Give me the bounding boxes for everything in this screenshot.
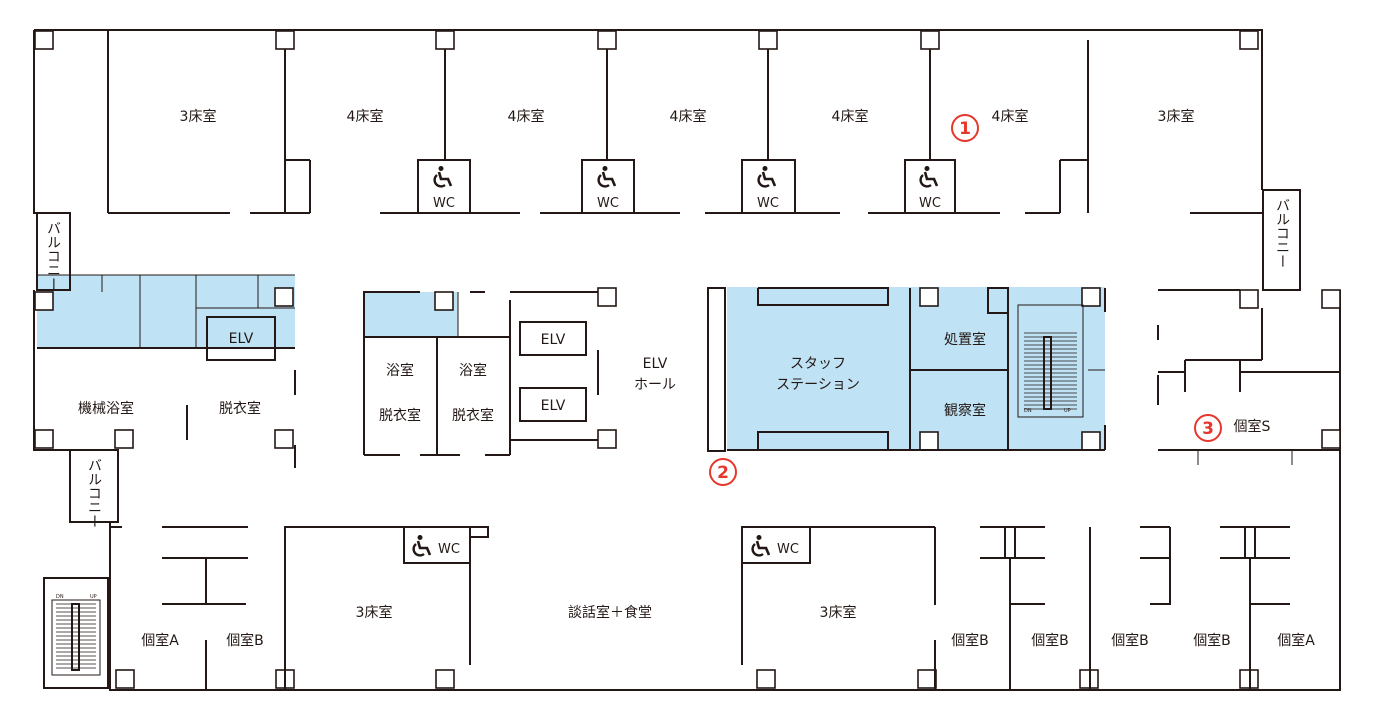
room-label-treatment: 処置室 xyxy=(944,331,986,348)
room-label-top-4bed-4: 4床室 xyxy=(832,108,869,125)
stairs-dn-label: DN xyxy=(56,594,64,600)
room-label-elv-1: ELV xyxy=(541,332,566,348)
room-label-bottom-private-b-4: 個室B xyxy=(1193,632,1231,649)
wc-label-bottom-right: WC xyxy=(777,542,799,557)
markers: 1 2 3 xyxy=(709,114,1222,486)
staff-station-walls xyxy=(707,287,1106,452)
balcony-label-left-upper: バルコニー xyxy=(45,221,61,291)
private-s-walls xyxy=(1157,289,1340,465)
room-label-top-3bed-left: 3床室 xyxy=(180,108,217,125)
wheelchair-icon xyxy=(919,166,939,188)
top-wc-boxes xyxy=(417,159,956,214)
wc-label-top-4: WC xyxy=(919,196,941,211)
room-label-elv-left: ELV xyxy=(229,331,254,347)
stairs-up-label: UP xyxy=(1064,408,1071,414)
wheelchair-icon xyxy=(412,535,432,557)
room-label-bottom-3bed-right: 3床室 xyxy=(820,604,857,621)
room-labels: 3床室 4床室 4床室 4床室 4床室 4床室 3床室 ELV 機械浴室 脱衣室… xyxy=(78,108,1315,649)
wc-top-group: WC WC WC WC xyxy=(433,166,941,211)
highlight-left-service xyxy=(37,275,295,348)
room-label-bottom-private-b-2: 個室B xyxy=(1031,632,1069,649)
room-label-bottom-private-b-3: 個室B xyxy=(1111,632,1149,649)
room-label-elv-2: ELV xyxy=(541,398,566,414)
room-label-bath-2: 浴室 xyxy=(459,362,487,379)
room-label-staff-station-1: スタッフ xyxy=(790,356,846,372)
room-label-observation: 観察室 xyxy=(944,402,986,419)
room-label-bottom-private-b-left: 個室B xyxy=(226,632,264,649)
room-label-dressing-left: 脱衣室 xyxy=(219,400,261,417)
wc-label-top-1: WC xyxy=(433,196,455,211)
stairs-dn-label: DN xyxy=(1024,408,1032,414)
room-label-top-4bed-2: 4床室 xyxy=(508,108,545,125)
highlight-areas xyxy=(37,275,1105,450)
balconies xyxy=(36,189,1301,523)
marker-3-number: 3 xyxy=(1202,419,1214,439)
balcony-labels: バルコニー バルコニー バルコニー xyxy=(45,198,1290,528)
marker-2: 2 xyxy=(709,458,737,486)
room-label-top-3bed-right: 3床室 xyxy=(1158,108,1195,125)
wheelchair-icon xyxy=(597,166,617,188)
stairs-icon: DN UP xyxy=(43,577,109,689)
marker-1: 1 xyxy=(951,114,979,142)
wheelchair-icon xyxy=(757,166,777,188)
bottom-row-walls xyxy=(110,520,1341,690)
room-label-top-4bed-3: 4床室 xyxy=(670,108,707,125)
room-label-dressing-2: 脱衣室 xyxy=(452,407,494,424)
wheelchair-icon xyxy=(433,166,453,188)
stairs-up-label: UP xyxy=(90,594,97,600)
room-label-top-4bed-1: 4床室 xyxy=(347,108,384,125)
wc-label-top-2: WC xyxy=(597,196,619,211)
room-label-dressing-1: 脱衣室 xyxy=(379,407,421,424)
wc-label-top-3: WC xyxy=(757,196,779,211)
wheelchair-icon xyxy=(751,535,771,557)
highlight-staff-station xyxy=(727,287,1105,450)
wc-label-bottom-left: WC xyxy=(438,542,460,557)
room-label-private-s: 個室S xyxy=(1234,418,1271,435)
marker-2-number: 2 xyxy=(717,463,729,483)
marker-3: 3 xyxy=(1194,414,1222,442)
room-label-elv-hall-1: ELV xyxy=(643,356,668,372)
room-label-bath-1: 浴室 xyxy=(386,362,414,379)
room-label-bottom-private-b-1: 個室B xyxy=(951,632,989,649)
left-service-walls xyxy=(37,274,296,468)
room-label-elv-hall-2: ホール xyxy=(634,377,676,393)
room-label-lounge-dining: 談話室＋食堂 xyxy=(568,604,652,621)
room-label-bottom-3bed-left: 3床室 xyxy=(356,604,393,621)
room-label-bottom-private-a-right: 個室A xyxy=(1277,632,1315,649)
room-label-machine-bath: 機械浴室 xyxy=(78,400,134,417)
marker-1-number: 1 xyxy=(959,119,971,139)
room-label-top-4bed-5: 4床室 xyxy=(992,108,1029,125)
room-label-bottom-private-a-left: 個室A xyxy=(141,632,179,649)
bath-block-walls xyxy=(363,291,599,456)
top-row-walls xyxy=(108,40,1262,214)
room-label-staff-station-2: ステーション xyxy=(776,377,860,393)
stairs-icon: DN UP xyxy=(1017,304,1084,418)
wc-bottom-group: WC WC xyxy=(412,535,799,557)
balcony-label-right: バルコニー xyxy=(1274,198,1290,268)
balcony-label-left-lower: バルコニー xyxy=(86,458,102,528)
